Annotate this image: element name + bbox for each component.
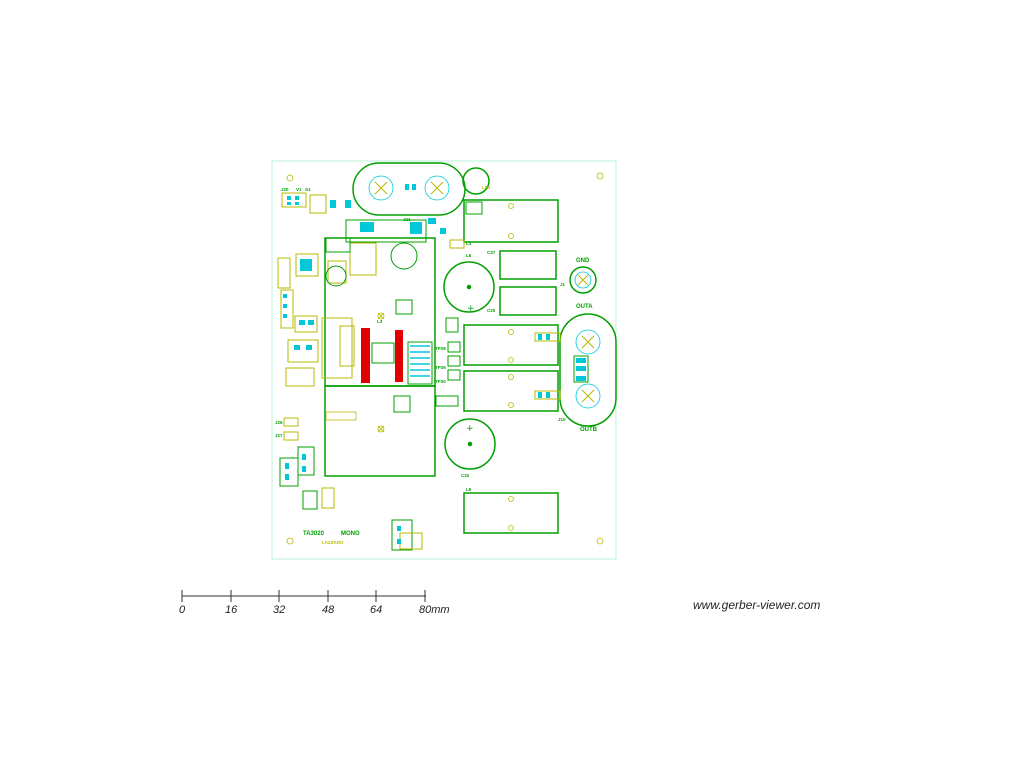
- round-capacitors: + +: [443, 167, 496, 470]
- heatsink-outline: [324, 237, 436, 477]
- label-l6: L6: [466, 253, 472, 258]
- label-l4: L4: [466, 241, 472, 246]
- label-c20: C20: [487, 308, 496, 313]
- label-revision: LAZZARO: [322, 540, 344, 545]
- label-v1: V1: [296, 187, 302, 192]
- label-c37: C37: [487, 250, 496, 255]
- label-s1: S1: [305, 187, 311, 192]
- label-outa: OUTA: [576, 304, 593, 310]
- label-l5: L5: [466, 487, 472, 492]
- svg-text:+: +: [466, 424, 474, 434]
- svg-text:+: +: [467, 304, 475, 314]
- label-j26: J26: [275, 420, 283, 425]
- label-j10: J10: [558, 417, 566, 422]
- scale-tick-64: 64: [370, 604, 383, 616]
- label-ta3020: TA3020: [303, 531, 324, 537]
- scale-tick-16: 16: [225, 604, 238, 616]
- inductor-blocks: [463, 199, 559, 534]
- inductor-pads: [508, 203, 514, 531]
- lower-left-connectors: [279, 317, 586, 551]
- label-tp26: TP26: [435, 365, 446, 370]
- oval-connector-right: [559, 266, 617, 427]
- watermark-link[interactable]: www.gerber-viewer.com: [693, 598, 821, 612]
- right-side-parts: [447, 201, 589, 400]
- ic-area: [371, 341, 433, 385]
- left-components: [277, 184, 446, 413]
- label-j27: J27: [275, 433, 283, 438]
- scale-tick-32: 32: [273, 604, 286, 616]
- label-j21: J21: [403, 217, 411, 222]
- label-mono: MONO: [341, 531, 360, 537]
- scale-tick-48: 48: [322, 604, 335, 616]
- label-gnd: GND: [576, 258, 590, 264]
- highlighted-parts: [361, 328, 403, 383]
- label-lp1: LP1: [482, 185, 491, 190]
- scale-bar: [181, 590, 426, 602]
- label-j1: J1: [560, 282, 566, 287]
- label-l3: L3: [377, 319, 383, 324]
- label-tp30: TP30: [435, 379, 446, 384]
- scale-tick-0: 0: [179, 604, 186, 616]
- label-j20: J20: [281, 187, 289, 192]
- label-tp28: TP28: [435, 346, 446, 351]
- mounting-holes: [286, 172, 604, 545]
- scale-tick-80mm: 80mm: [419, 604, 450, 616]
- label-outb: OUTB: [580, 427, 597, 433]
- label-c32: C32: [461, 473, 470, 478]
